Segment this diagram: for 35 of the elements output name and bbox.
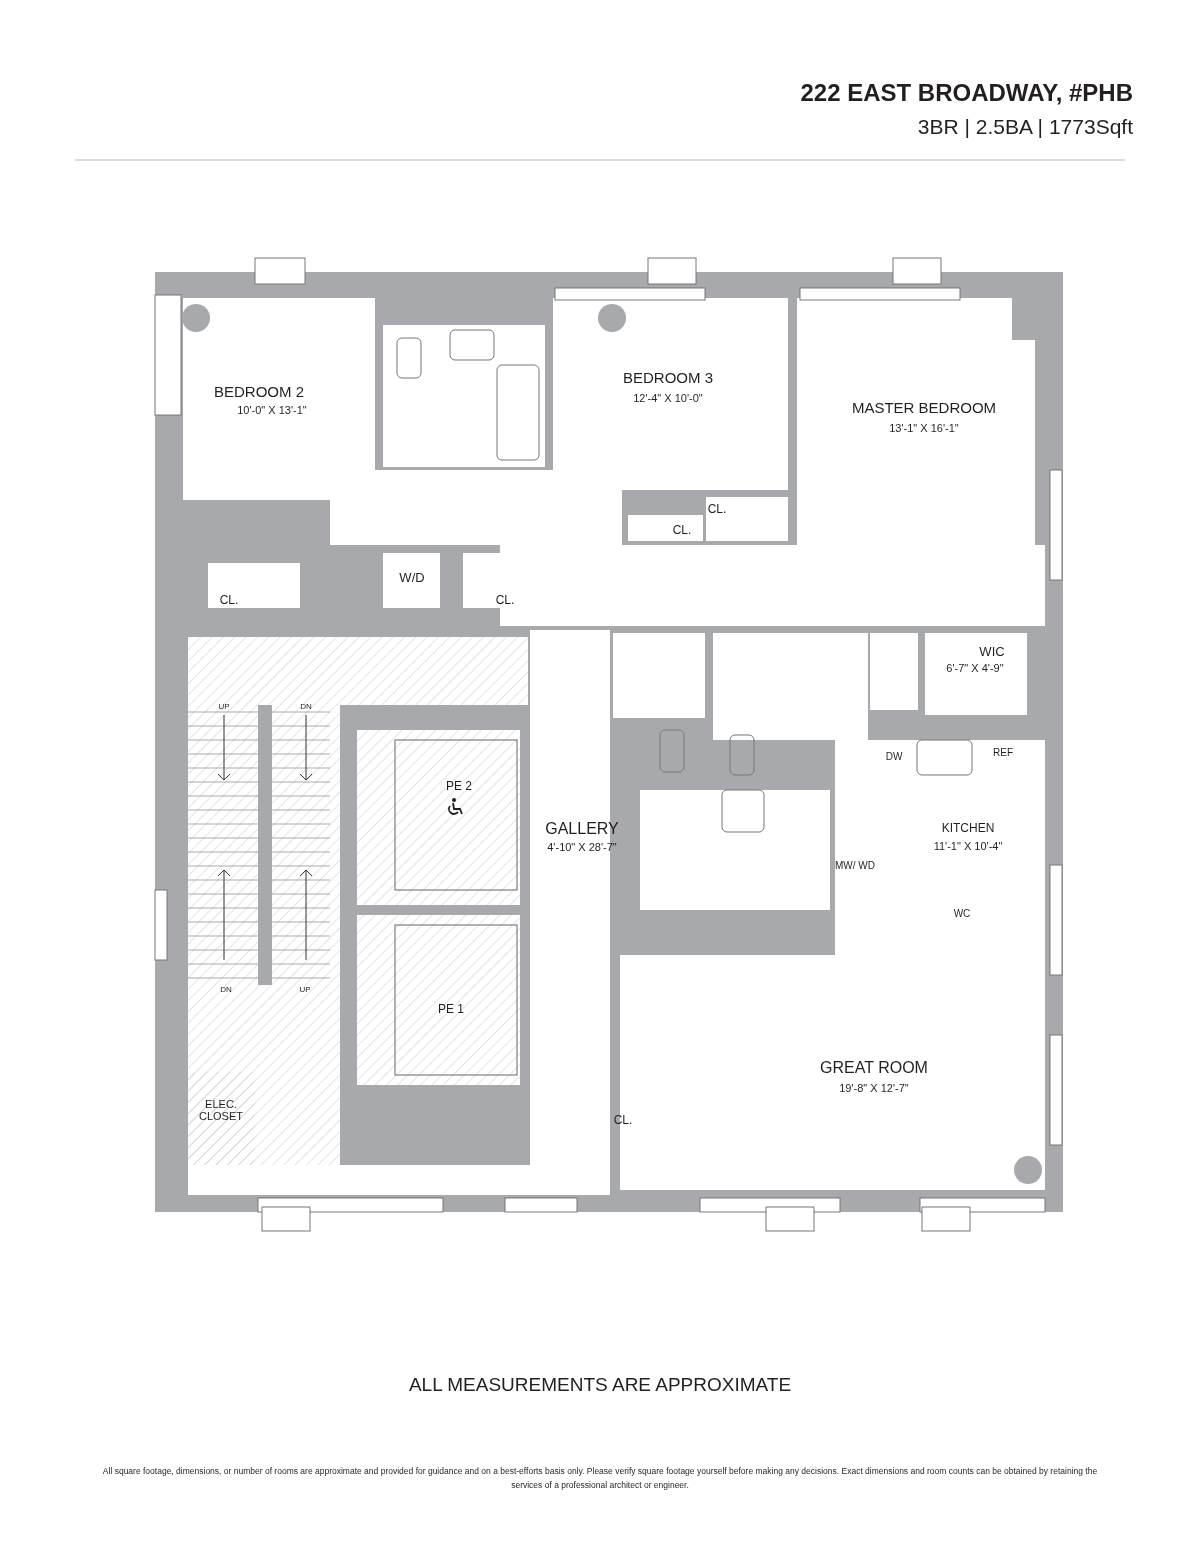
room-name: MASTER BEDROOM — [851, 399, 997, 417]
appliance-label: REF — [993, 746, 1013, 758]
room-name: GALLERY — [545, 820, 619, 838]
closet-label: CL. — [495, 594, 515, 608]
room-name: BEDROOM 2 — [214, 383, 304, 401]
appliance-label: DW — [885, 750, 903, 762]
stair-direction: DN — [300, 702, 312, 712]
room-dimensions: 13'-1" X 16'-1" — [889, 421, 959, 435]
room-dimensions: 11'-1" X 10'-4" — [933, 839, 1003, 853]
closet-label: CL. — [707, 503, 727, 517]
stair-direction: DN — [220, 985, 232, 995]
closet-label: CL. — [672, 524, 692, 538]
room-dimensions: 12'-4" X 10'-0" — [633, 391, 703, 405]
closet-label: CL. — [613, 1114, 633, 1128]
room-name: ELEC. CLOSET — [198, 1097, 244, 1123]
room-dimensions: 4'-10" X 28'-7" — [547, 840, 617, 854]
elevator-label: PE 1 — [438, 1003, 464, 1017]
room-name: WIC — [979, 644, 1005, 660]
closet-label: CL. — [219, 594, 239, 608]
unit-summary: 3BR | 2.5BA | 1773Sqft — [917, 115, 1133, 139]
room-name: GREAT ROOM — [820, 1059, 928, 1077]
room-dimensions: 10'-0" X 13'-1" — [237, 403, 307, 417]
elevator-label: PE 2 — [446, 780, 472, 794]
stair-direction: UP — [299, 985, 311, 995]
laundry-label: W/D — [399, 570, 425, 586]
room-dimensions: 19'-8" X 12'-7" — [839, 1081, 909, 1095]
room-name: KITCHEN — [941, 822, 995, 836]
appliance-label: MW/ WD — [835, 859, 875, 871]
room-dimensions: 6'-7" X 4'-9" — [946, 661, 1004, 675]
disclaimer: All square footage, dimensions, or number of rooms are approximate and provided for guidance and on a best-efforts basis only. Please verify square footage yourself before making any decisions. Exact dimensions and room counts can be obtained by retaining the services of a professional architect or engineer. — [101, 1465, 1099, 1492]
address-heading: 222 EAST BROADWAY, #PHB — [800, 79, 1133, 107]
stair-direction: UP — [218, 702, 230, 712]
appliance-label: WC — [953, 907, 971, 919]
room-name: BEDROOM 3 — [623, 369, 713, 387]
note: ALL MEASUREMENTS ARE APPROXIMATE — [408, 1374, 792, 1396]
